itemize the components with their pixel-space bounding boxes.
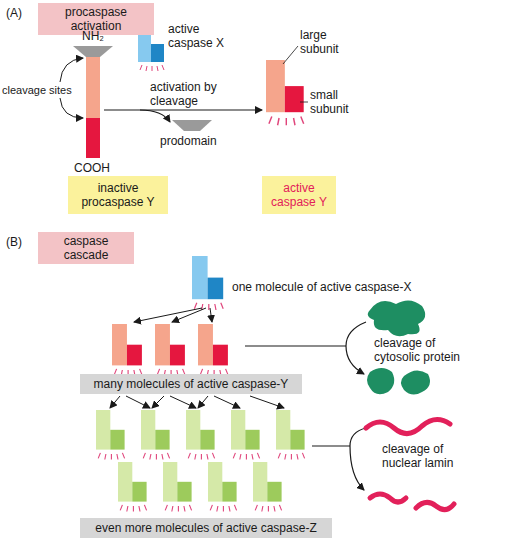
cascade-arrows [110,396,284,408]
cascade-arrows [134,308,212,322]
procaspase-molecule [73,46,113,158]
state-box: inactive procaspase Y [68,176,168,214]
panel-heading: caspase cascade [38,232,134,264]
panel-letter: (A) [6,6,22,20]
cytosolic-cleavage-arrow [245,322,366,374]
molecule-band: even more molecules of active caspase-Z [80,518,332,538]
caspase-y-molecule [266,60,304,125]
node-text: inactive procaspase Y [72,181,164,209]
state-box: active caspase Y [262,176,336,214]
caspase-y-molecules [112,324,228,376]
molecule-label: active caspase X [168,22,230,50]
lamin-cleavage-arrow [312,428,366,490]
prodomain-shape [172,120,212,131]
part-label: small subunit [310,88,362,116]
process-label: cleavage of cytosolic protein [374,336,474,364]
molecule-band: many molecules of active caspase-Y [80,374,302,394]
node-text: caspase cascade [42,234,130,262]
node-text: many molecules of active caspase-Y [94,377,289,391]
part-label: prodomain [160,134,217,148]
molecule-label: one molecule of active caspase-X [232,280,472,294]
node-text: even more molecules of active caspase-Z [95,521,316,535]
panel-letter: (B) [6,235,22,249]
process-label: activation by cleavage [150,80,222,108]
caspase-z-molecules [96,410,305,512]
part-label: cleavage sites [2,83,72,97]
process-label: cleavage of nuclear lamin [382,442,478,470]
node-text: active caspase Y [266,181,332,209]
caspase-x-molecule [192,256,223,310]
terminus-label: COOH [74,161,110,175]
part-label: large subunit [300,28,352,56]
node-text: procaspase activation [42,5,150,33]
terminus-label: NH₂ [82,29,104,43]
